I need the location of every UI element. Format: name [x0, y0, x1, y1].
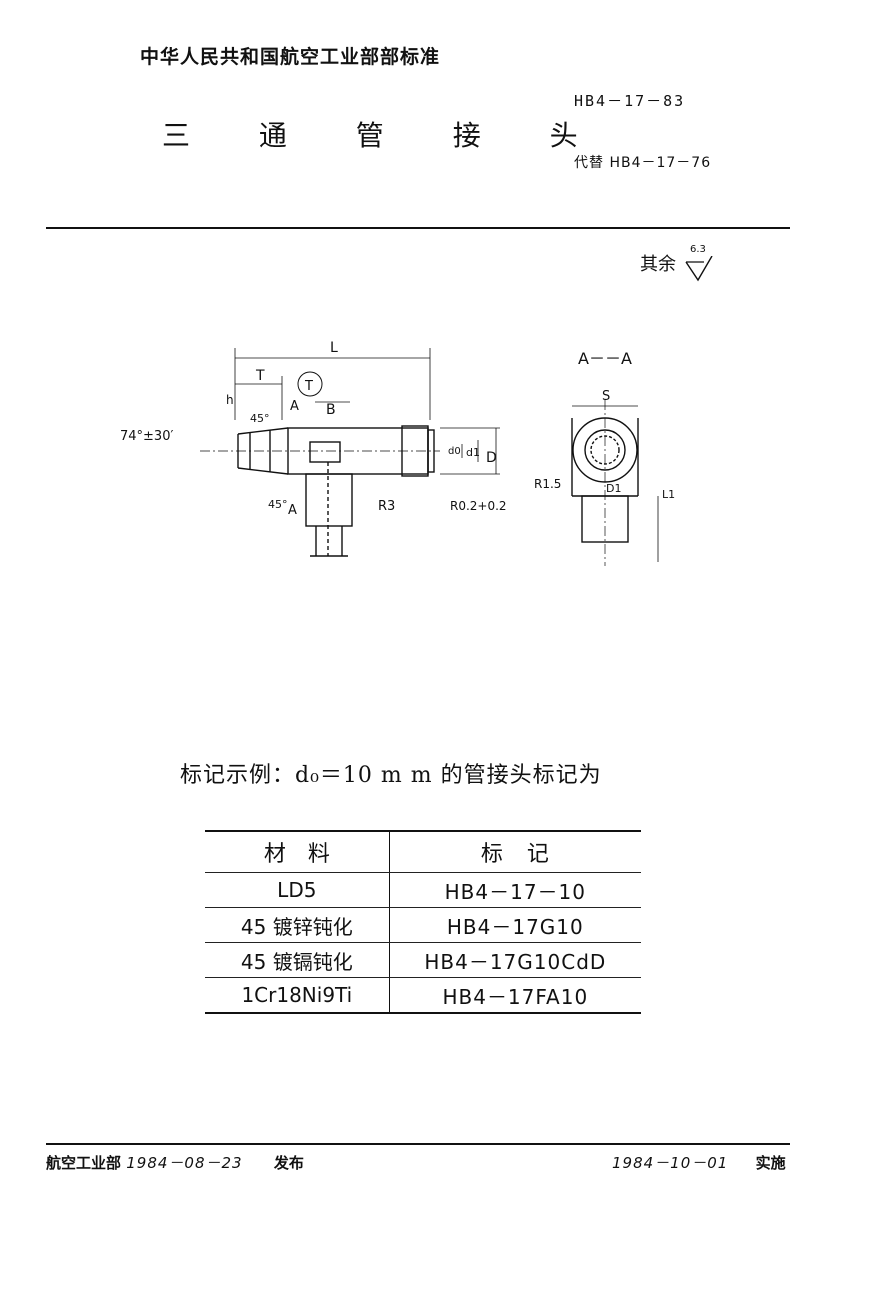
dim-d1: d1: [466, 446, 480, 459]
dim-D1: D1: [606, 482, 621, 495]
footer-issued: 航空工业部 1984－08－23 发布: [46, 1152, 304, 1173]
column-header-material: 材 料: [205, 830, 390, 873]
footer-effective: 1984－10－01 实施: [612, 1152, 786, 1173]
angle-45-top: 45°: [250, 412, 270, 425]
issue-action: 发布: [273, 1154, 304, 1172]
section-title: A－－A: [578, 349, 632, 368]
mark-cell: HB4－17FA10: [389, 977, 641, 1014]
table-row: LD5 HB4－17－10: [205, 872, 641, 908]
mark-cell: HB4－17G10CdD: [389, 942, 641, 978]
effective-action: 实施: [755, 1154, 786, 1172]
document-title: 三 通 管 接 头: [162, 119, 608, 152]
radius-r3: R3: [378, 499, 395, 514]
dim-S: S: [602, 389, 610, 404]
material-cell: 1Cr18Ni9Ti: [205, 977, 390, 1014]
datum-t-mark: T: [304, 379, 313, 394]
material-cell: 45 镀镉钝化: [205, 942, 390, 978]
roughness-value: 6.3: [690, 244, 706, 255]
dim-L: L: [330, 340, 338, 356]
surface-roughness: 其余 6.3: [640, 244, 713, 282]
section-mark-bottom: A: [288, 503, 297, 518]
table-header-row: 材 料 标 记: [205, 830, 641, 873]
effective-date: 1984－10－01: [612, 1154, 729, 1172]
header-rule: [46, 227, 790, 229]
dim-L1: L1: [662, 488, 675, 501]
tee-fitting-drawing: L T h B D d1 d0 74°±30′ 45° 45° A A T R3…: [120, 340, 675, 566]
table-row: 45 镀锌钝化 HB4－17G10: [205, 907, 641, 943]
marking-example: 标记示例：d₀＝10 m m 的管接头标记为: [180, 763, 602, 788]
standard-number: HB4－17－83: [574, 92, 686, 110]
issue-date: 1984－08－23: [126, 1154, 243, 1172]
radius-r15: R1.5: [534, 477, 561, 491]
standard-org: 中华人民共和国航空工业部部标准: [140, 46, 441, 68]
section-mark-top: A: [290, 399, 299, 414]
table-row: 1Cr18Ni9Ti HB4－17FA10: [205, 977, 641, 1014]
dim-T: T: [255, 368, 265, 384]
marking-table: 材 料 标 记 LD5 HB4－17－10 45 镀锌钝化 HB4－17G10 …: [205, 830, 641, 1014]
dim-B: B: [326, 402, 336, 418]
dim-d0: d0: [448, 446, 461, 457]
footer-rule: [46, 1143, 790, 1145]
angle-74: 74°±30′: [120, 429, 173, 444]
column-header-mark: 标 记: [389, 830, 641, 873]
issuing-org: 航空工业部: [46, 1154, 122, 1172]
table-row: 45 镀镉钝化 HB4－17G10CdD: [205, 942, 641, 978]
roughness-label: 其余: [640, 254, 676, 275]
roughness-symbol-icon: [685, 256, 713, 282]
dim-h: h: [226, 393, 234, 407]
angle-45-bottom: 45°: [268, 498, 288, 511]
radius-r02: R0.2+0.2: [450, 499, 507, 513]
material-cell: LD5: [205, 872, 390, 908]
dim-D: D: [486, 450, 497, 466]
replaces-standard: 代替 HB4－17－76: [574, 155, 712, 171]
material-cell: 45 镀锌钝化: [205, 907, 390, 943]
mark-cell: HB4－17－10: [389, 872, 641, 908]
mark-cell: HB4－17G10: [389, 907, 641, 943]
